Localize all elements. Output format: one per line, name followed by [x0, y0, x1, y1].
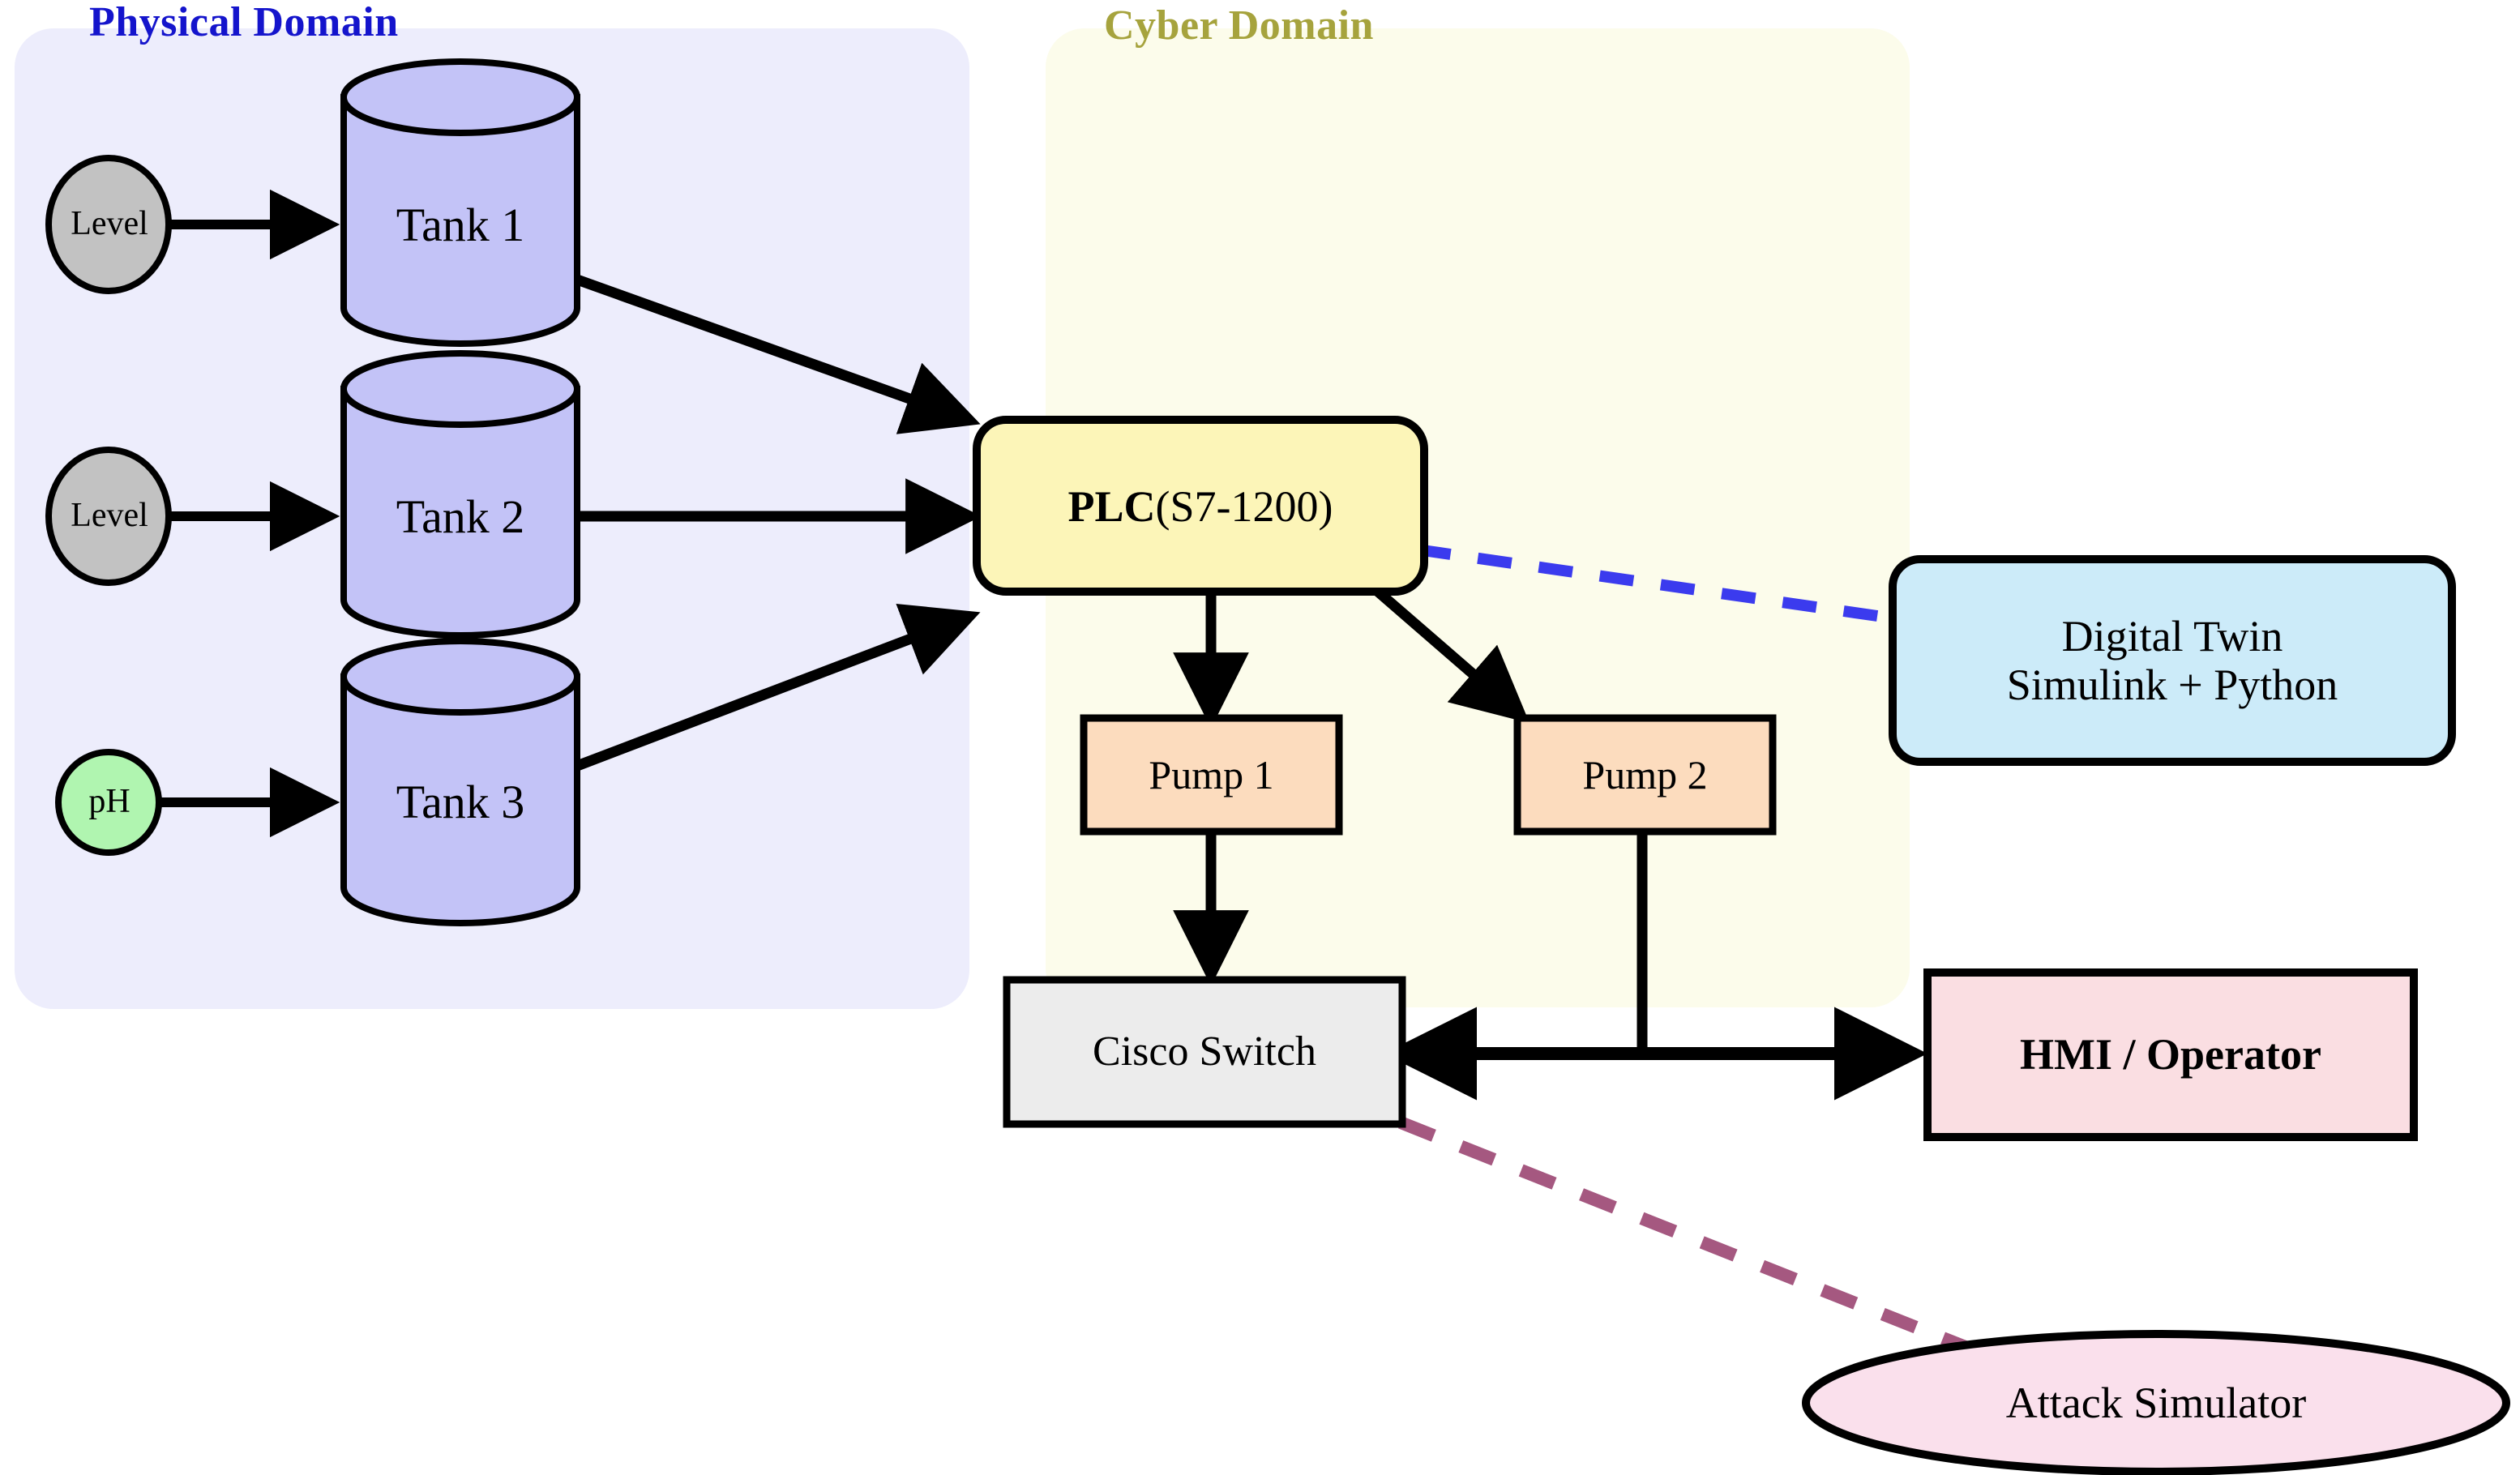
cisco-switch-shape[interactable] — [1003, 976, 1406, 1128]
sensor-level-2-shape[interactable] — [45, 447, 172, 586]
hmi-shape[interactable] — [1923, 968, 2418, 1141]
sensor-ph-shape[interactable] — [55, 749, 162, 856]
tank-3-shape[interactable] — [340, 638, 580, 926]
edge-plc-to-pump2 — [1374, 588, 1530, 724]
physical-domain-title: Physical Domain — [89, 0, 399, 45]
edge-tank3-to-plc — [575, 603, 981, 772]
edge-switch-to-attack-simulator — [1398, 1116, 2004, 1368]
plc-shape[interactable] — [973, 416, 1428, 596]
digital-twin-shape[interactable] — [1889, 555, 2456, 766]
attack-simulator-shape[interactable] — [1802, 1330, 2510, 1475]
edge-tank1-to-plc — [575, 274, 981, 434]
sensor-level-1-shape[interactable] — [45, 155, 172, 294]
cyber-domain-title: Cyber Domain — [1104, 2, 1374, 49]
pump-1-shape[interactable] — [1080, 714, 1343, 836]
tank-2-shape[interactable] — [340, 350, 580, 639]
pump-2-shape[interactable] — [1513, 714, 1777, 836]
edge-plc-to-digital-twin — [1416, 544, 1889, 623]
tank-1-shape[interactable] — [340, 58, 580, 347]
